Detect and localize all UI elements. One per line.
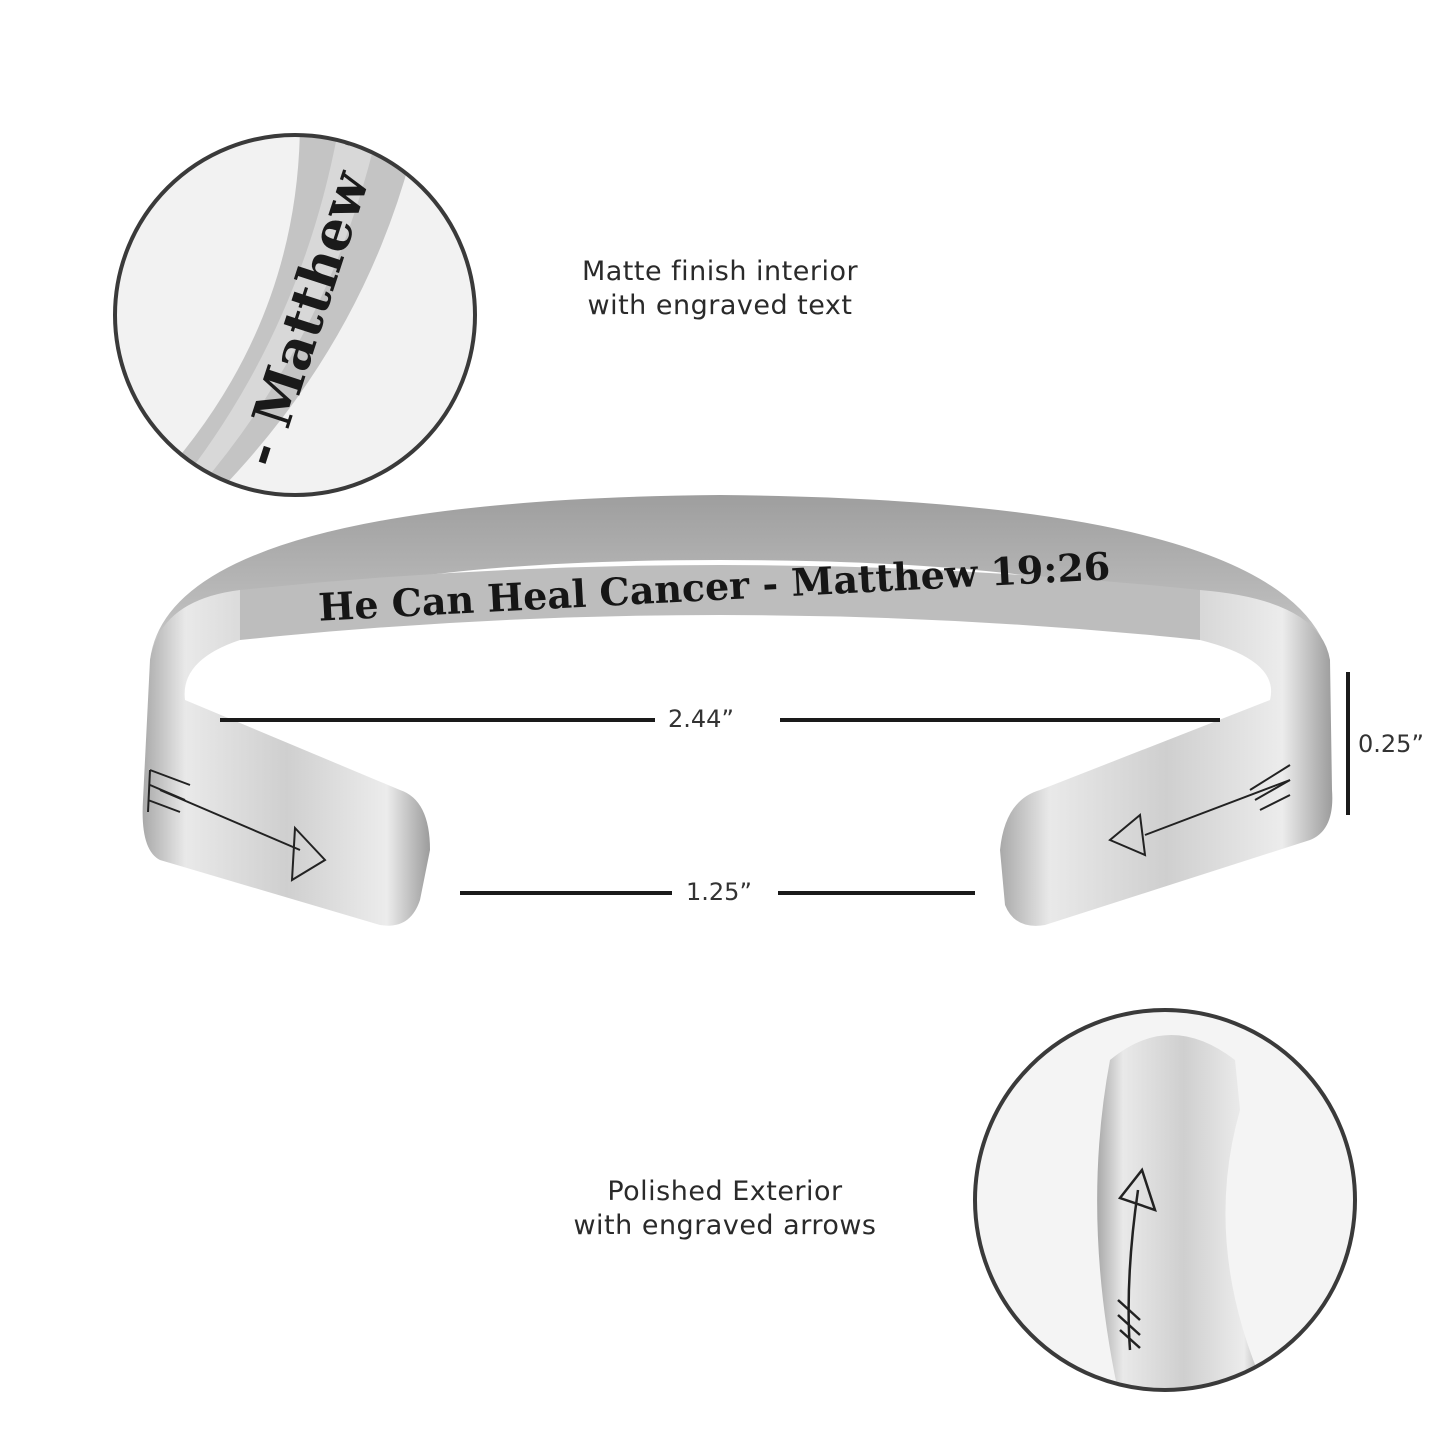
caption-line: Matte finish interior xyxy=(581,256,859,287)
arrow-right-engraving-icon xyxy=(1108,764,1291,857)
caption-line: with engraved text xyxy=(587,290,853,321)
bracelet-front-right xyxy=(1000,590,1333,926)
exterior-caption: Polished Exterior with engraved arrows xyxy=(520,1175,930,1243)
dimension-lines xyxy=(220,672,1350,895)
bracelet-inner xyxy=(150,495,1330,720)
interior-caption: Matte finish interior with engraved text xyxy=(520,255,920,323)
height-dimension-label: 0.25” xyxy=(1356,730,1426,758)
bracelet-front-left xyxy=(142,590,430,926)
bracelet-back-band xyxy=(240,565,1200,640)
interior-detail-circle: - Matthew 1 xyxy=(113,133,477,497)
caption-line: Polished Exterior xyxy=(607,1176,843,1207)
exterior-detail-circle xyxy=(973,1008,1357,1392)
width-dimension-label: 2.44” xyxy=(662,705,740,733)
arrow-left-engraving-icon xyxy=(147,769,327,882)
arrow-up-engraving-icon xyxy=(1117,1167,1157,1351)
opening-dimension-label: 1.25” xyxy=(680,878,758,906)
caption-line: with engraved arrows xyxy=(573,1210,877,1241)
